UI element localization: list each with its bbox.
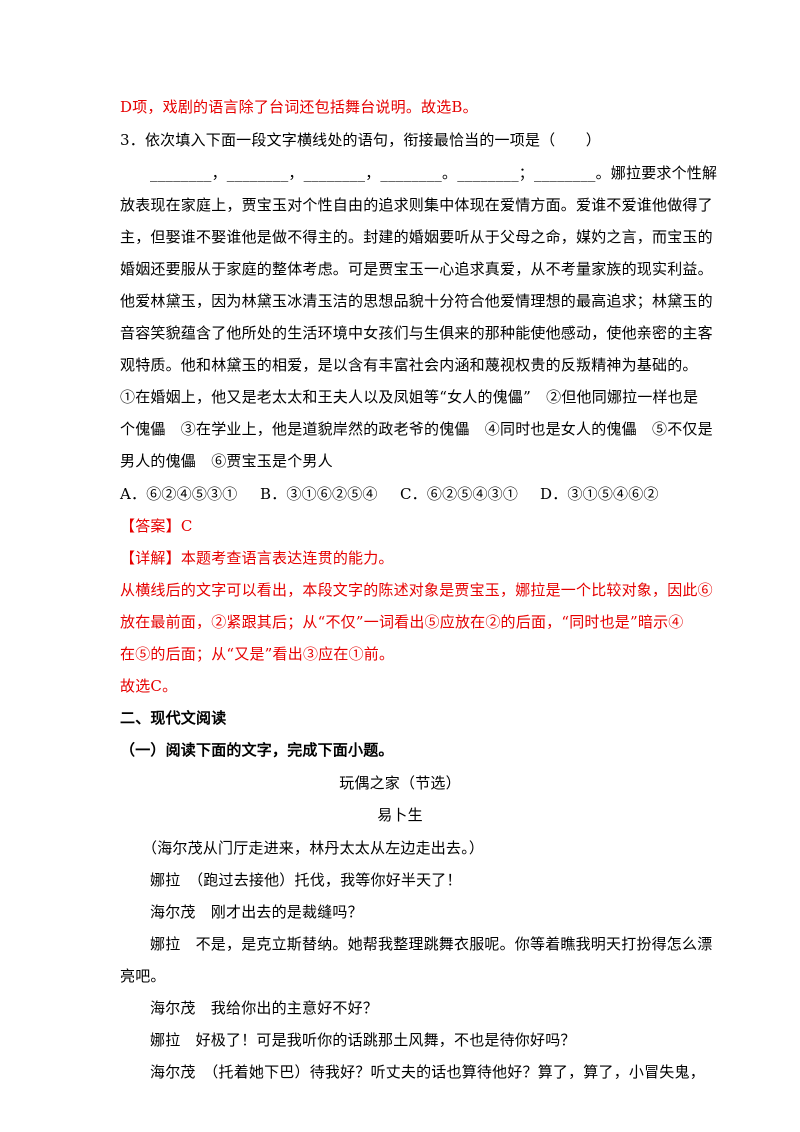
answer-label: 【答案】	[120, 517, 181, 535]
play-line: 海尔茂 刚才出去的是裁缝吗？	[150, 903, 363, 921]
option-b: B．③①⑥②⑤④	[260, 485, 378, 503]
play-line: 亮吧。	[120, 967, 166, 985]
play-line: 娜拉 （跑过去接他）托伐，我等你好半天了！	[150, 871, 462, 889]
detail-line: 【详解】本题考查语言表达连贯的能力。	[120, 548, 394, 568]
passage-line: 他爱林黛玉，因为林黛玉冰清玉洁的思想品貌十分符合他爱情理想的最高追求；林黛玉的	[120, 292, 713, 310]
question-3-stem: 3．依次填入下面一段文字横线处的语句，衔接最恰当的一项是（ ）	[120, 131, 601, 149]
reading-title: 玩偶之家（节选）	[339, 774, 461, 792]
play-line: 娜拉 好极了！可是我听你的话跳那土风舞，不也是待你好吗？	[150, 1031, 576, 1049]
option-c: C．⑥②⑤④③①	[400, 485, 519, 503]
detail-value: 本题考查语言表达连贯的能力。	[180, 549, 394, 567]
section-heading: 二、现代文阅读	[120, 709, 227, 727]
passage-line: 放表现在家庭上，贾宝玉对个性自由的追求则集中体现在爱情方面。爱谁不爱谁他做得了	[120, 196, 713, 214]
option-d: D．③①⑤④⑥②	[540, 485, 659, 503]
passage-line: ________，________，________，________。____…	[150, 164, 718, 182]
passage-line: 观特质。他和林黛玉的相爱，是以含有丰富社会内涵和蔑视权贵的反叛精神为基础的。	[120, 356, 698, 374]
option-a: A．⑥②④⑤③①	[120, 485, 238, 503]
play-line: 海尔茂 我给你出的主意好不好？	[150, 999, 379, 1017]
section-subheading: （一）阅读下面的文字，完成下面小题。	[120, 741, 394, 759]
passage-line: 婚姻还要服从于家庭的整体考虑。可是贾宝玉一心追求真爱，从不考量家族的现实利益。	[120, 260, 713, 278]
answer-line: 【答案】C	[120, 516, 193, 536]
statement-line: 个傀儡 ③在学业上，他是道貌岸然的政老爷的傀儡 ④同时也是女人的傀儡 ⑤不仅是	[120, 420, 713, 438]
play-line: （海尔茂从门厅走进来，林丹太太从左边走出去。）	[142, 839, 485, 857]
play-line: 海尔茂 （托着她下巴）待我好？听丈夫的话也算待他好？算了，算了，小冒失鬼，	[150, 1063, 705, 1081]
detail-label: 【详解】	[120, 549, 181, 567]
previous-explanation: D项，戏剧的语言除了台词还包括舞台说明。故选B。	[120, 98, 478, 116]
passage-line: 主，但娶谁不娶谁他是做不得主的。封建的婚姻要听从于父母之命，媒妁之言，而宝玉的	[120, 228, 713, 246]
statement-line: 男人的傀儡 ⑥贾宝玉是个男人	[120, 452, 333, 470]
explanation-line: 从横线后的文字可以看出，本段文字的陈述对象是贾宝玉，娜拉是一个比较对象，因此⑥	[120, 581, 713, 599]
statement-line: ①在婚姻上，他又是老太太和王夫人以及凤姐等“女人的傀儡” ②但他同娜拉一样也是	[120, 388, 699, 406]
passage-line: 音容笑貌蕴含了他所处的生活环境中女孩们与生俱来的那种能使他感动，使他亲密的主客	[120, 324, 713, 342]
explanation-line: 在⑤的后面；从“又是”看出③应在①前。	[120, 645, 395, 663]
reading-author: 易卜生	[377, 806, 423, 824]
answer-value: C	[180, 517, 193, 535]
conclusion: 故选C。	[120, 677, 178, 695]
explanation-line: 放在最前面，②紧跟其后；从“不仅”一词看出⑤应放在②的后面，“同时也是”暗示④	[120, 613, 684, 631]
play-line: 娜拉 不是，是克立斯替纳。她帮我整理跳舞衣服呢。你等着瞧我明天打扮得怎么漂	[150, 935, 713, 953]
